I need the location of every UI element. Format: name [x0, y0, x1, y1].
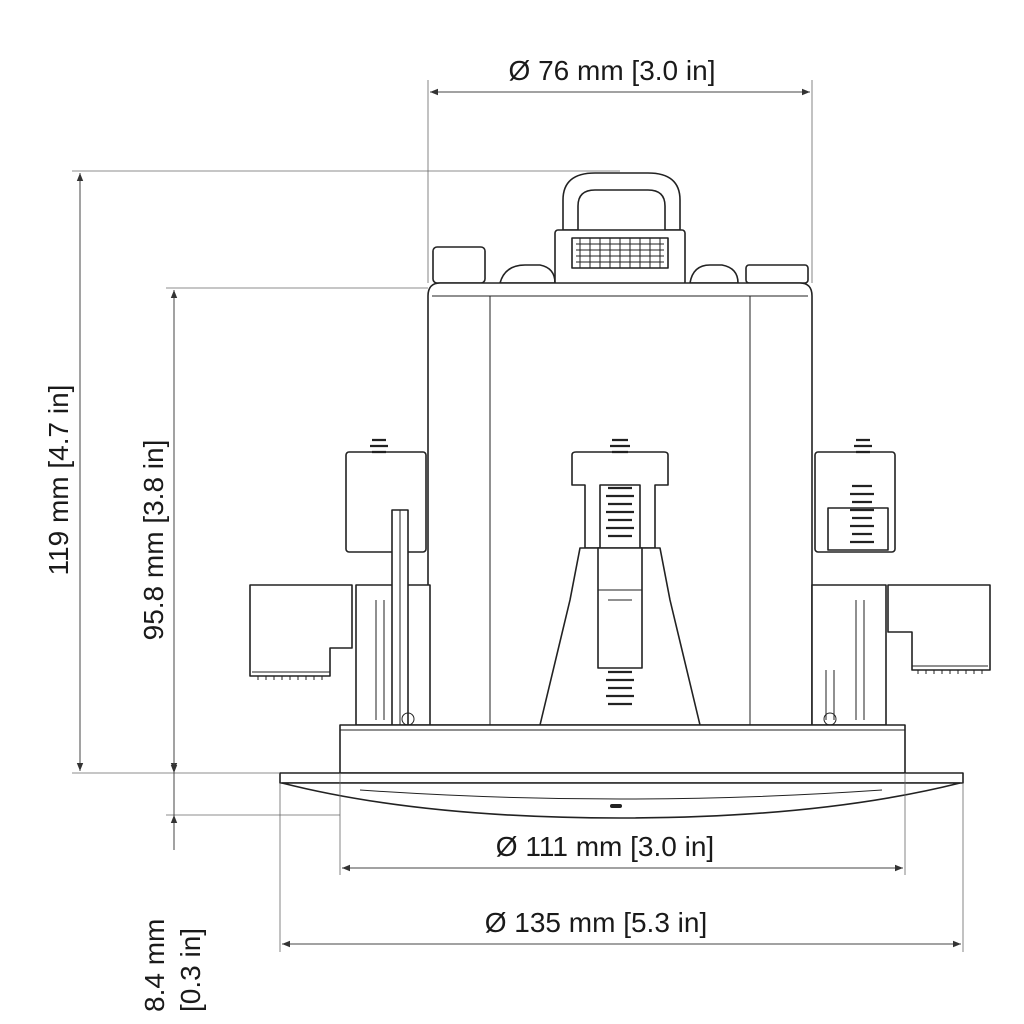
top-width-label: Ø 76 mm [3.0 in] — [509, 55, 716, 86]
trim-height-in-label: [0.3 in] — [175, 928, 206, 1012]
left-clamp — [249, 438, 431, 726]
right-clamp — [811, 438, 991, 726]
baffle-plate — [339, 712, 906, 774]
body-height-label: 95.8 mm [3.8 in] — [138, 440, 169, 641]
dimension-lines — [72, 80, 964, 952]
speaker-drawing — [249, 172, 991, 819]
trim-height-mm-label: 8.4 mm — [139, 919, 170, 1012]
top-connector — [432, 172, 809, 286]
inner-diameter-label: Ø 111 mm [3.0 in] — [496, 831, 714, 862]
center-clamp — [539, 438, 701, 726]
outer-diameter-label: Ø 135 mm [5.3 in] — [485, 907, 708, 938]
trim-ring — [279, 772, 964, 819]
overall-height-label: 119 mm [4.7 in] — [43, 385, 74, 576]
